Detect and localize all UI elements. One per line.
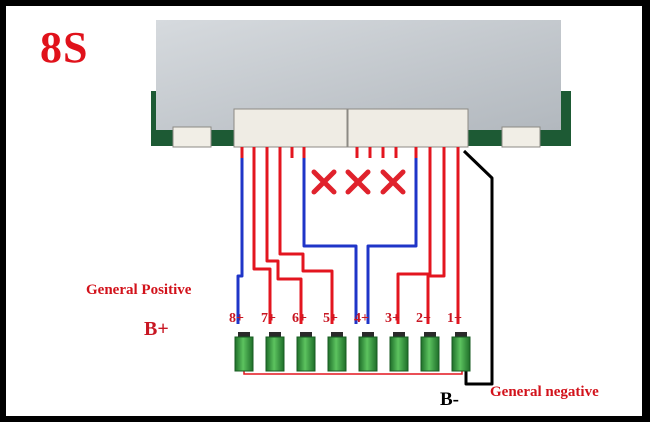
balance-connector-right: [347, 108, 469, 148]
tap-label-7: 7+: [261, 311, 276, 326]
b-minus-label: B-: [440, 389, 459, 410]
wire-tap-4-b: [366, 154, 418, 324]
bms-board: [151, 20, 571, 148]
side-connector-left: [172, 126, 212, 148]
x-mark-icon: [380, 169, 406, 195]
wire-tap-5: [278, 154, 334, 324]
tap-label-2: 2+: [416, 311, 431, 326]
wire-tap-2: [426, 154, 446, 324]
x-mark-icon: [345, 169, 371, 195]
tap-label-3: 3+: [385, 311, 400, 326]
battery-cells: [234, 332, 471, 372]
tap-label-5: 5+: [323, 311, 338, 326]
wire-tap-4-a: [302, 154, 358, 324]
unused-wire-marks: [311, 169, 406, 195]
wire-general-negative: [462, 149, 494, 386]
tap-label-1: 1+: [447, 311, 462, 326]
b-plus-label: B+: [144, 318, 169, 340]
general-negative-label: General negative: [490, 384, 599, 400]
wiring-diagram: [151, 20, 571, 386]
connector-stubs: [240, 147, 460, 158]
wire-tap-8: [236, 154, 244, 324]
wire-tap-3: [396, 154, 432, 324]
balance-connector-left: [233, 108, 348, 148]
battery-icon: [451, 332, 471, 372]
general-positive-label: General Positive: [86, 282, 192, 298]
side-connector-right: [501, 126, 541, 148]
battery-icon: [389, 332, 409, 372]
battery-icon: [234, 332, 254, 372]
battery-icon: [358, 332, 378, 372]
tap-label-6: 6+: [292, 311, 307, 326]
battery-icon: [420, 332, 440, 372]
tap-label-8: 8+: [229, 311, 244, 326]
x-mark-icon: [311, 169, 337, 195]
wire-tap-6: [265, 154, 303, 324]
battery-icon: [296, 332, 316, 372]
diagram-canvas: 8S General Positive B+ B- General negati…: [6, 6, 642, 416]
tap-label-4: 4+: [354, 311, 369, 326]
battery-icon: [265, 332, 285, 372]
battery-icon: [327, 332, 347, 372]
cell-count-title: 8S: [40, 23, 89, 72]
wire-tap-7: [252, 154, 272, 324]
balance-wires: [236, 149, 494, 386]
